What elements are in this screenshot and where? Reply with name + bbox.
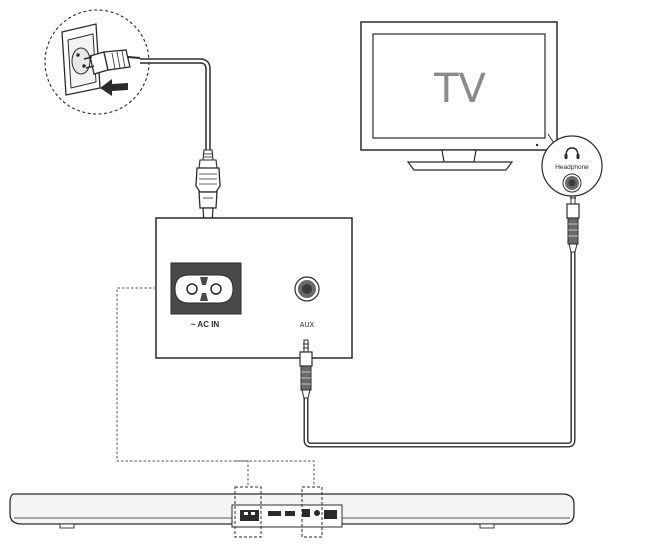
- aux-label: AUX: [300, 322, 315, 329]
- ac-in-highlight: [234, 486, 262, 538]
- ac-in-socket: [174, 274, 234, 304]
- aux-plug-bottom: [299, 339, 313, 399]
- plug-icon: [83, 49, 141, 75]
- wall-socket: [61, 23, 101, 96]
- wall-outlet-inset: [44, 9, 150, 115]
- headphone-port-inset: Headphone: [541, 135, 603, 197]
- aux-highlight: [301, 486, 323, 538]
- power-cord: [140, 58, 211, 150]
- headphone-icon: [564, 147, 580, 159]
- soundbar-port-panel: [231, 504, 343, 528]
- aux-cable: [303, 252, 576, 448]
- ac-in-label: ~ AC IN: [191, 320, 220, 329]
- soundbar: [9, 486, 575, 538]
- headphone-label: Headphone: [555, 164, 589, 171]
- tv: TV: [360, 21, 558, 171]
- aux-jack: [294, 276, 320, 302]
- tv-label: TV: [433, 66, 486, 112]
- ac-power-connector: [195, 149, 221, 223]
- aux-plug-top: [566, 193, 580, 253]
- rear-panel: ~ AC IN AUX: [155, 217, 353, 359]
- leader-lines: [116, 287, 315, 486]
- insert-arrow-icon: [100, 79, 128, 96]
- headphone-jack: [562, 173, 582, 193]
